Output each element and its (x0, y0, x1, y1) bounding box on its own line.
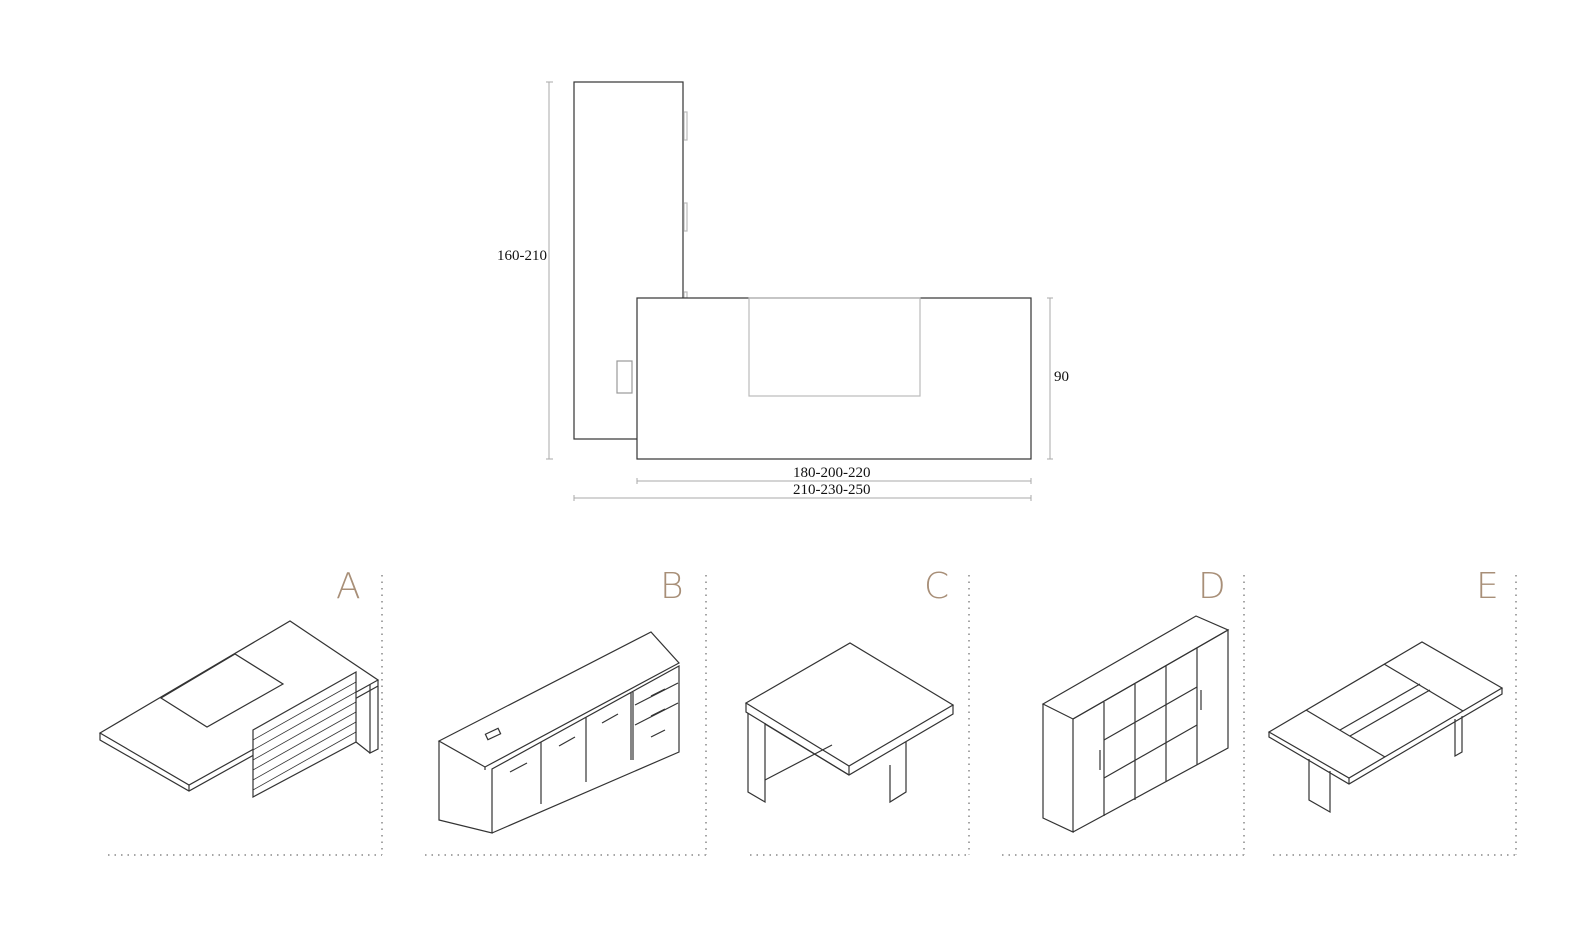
desk-inlay-outline (748, 297, 921, 397)
return-handle (683, 291, 688, 299)
dimension-lines (546, 81, 1053, 501)
dimension-desk-width: 180-200-220 (793, 465, 871, 481)
variant-label-b: B (660, 566, 684, 607)
side-return-outline (573, 81, 684, 440)
desk-top-outline (636, 297, 1032, 460)
plan-view (546, 81, 1053, 501)
variant-label-e: E (1476, 566, 1499, 607)
return-handle (683, 202, 688, 232)
variant-e-drawing (1267, 641, 1504, 814)
variant-label-c: C (924, 566, 950, 607)
variant-b-drawing (437, 631, 680, 834)
cable-box (616, 360, 633, 394)
frame-dots (108, 575, 1517, 856)
return-handle (683, 111, 688, 141)
variant-d-drawing (1041, 615, 1230, 833)
dimension-side-length: 160-210 (497, 248, 547, 264)
variant-c-drawing (744, 642, 955, 804)
variant-label-d: D (1198, 566, 1226, 607)
dimension-depth: 90 (1054, 369, 1069, 385)
dimension-total-width: 210-230-250 (793, 482, 871, 498)
variant-a-drawing (98, 620, 380, 799)
variant-label-a: A (336, 566, 361, 607)
